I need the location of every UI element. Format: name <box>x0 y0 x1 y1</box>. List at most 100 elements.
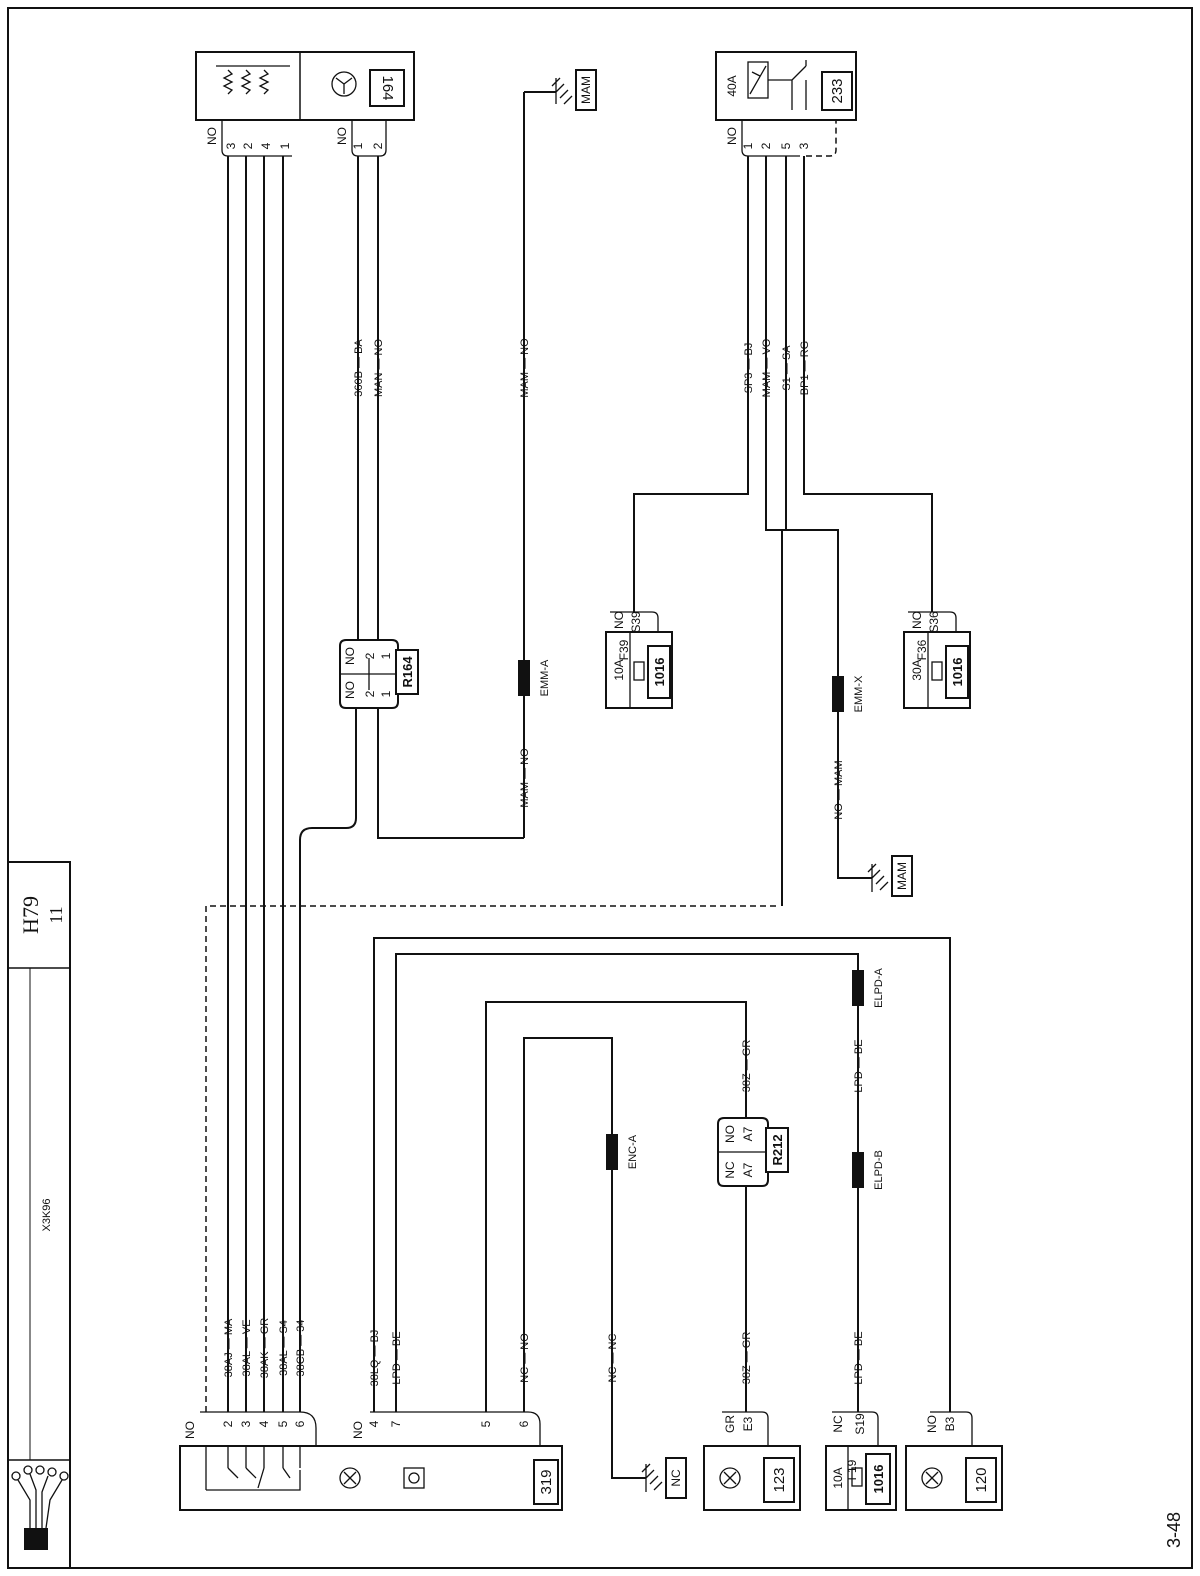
splice-emm-a: EMM-A <box>539 659 551 696</box>
wire-label-mam-no-top: MAM — NO <box>519 338 531 398</box>
pin-label: 6 <box>293 1420 307 1427</box>
connector-233-label: NO <box>725 127 739 145</box>
pin-label: 2 <box>363 690 377 697</box>
wire-label-360b: 360B — BA <box>353 339 365 397</box>
connector-164-bank-label: NO <box>205 127 219 145</box>
ground-mam-top: MAM <box>524 69 597 111</box>
wire-label-nc-nc: NC — NC <box>607 1334 619 1383</box>
splice-elpd-a: ELPD-A <box>873 967 885 1007</box>
pin-label: 6 <box>517 1420 531 1427</box>
wire-label-38al-s4: 38AL — S4 <box>278 1320 290 1376</box>
sheet-frame <box>7 7 1193 1569</box>
wire-label-mam-no-r164: MAM — NO <box>519 748 531 808</box>
fuse-s36-pin: S36 <box>927 611 941 633</box>
wire-label-mam-vo: MAM — VO <box>761 338 773 397</box>
relay-r212-code: R212 <box>770 1134 785 1165</box>
fuse-s19-pin: S19 <box>853 1413 867 1435</box>
relay-r164-code: R164 <box>400 656 415 688</box>
sensor-icon <box>719 1467 741 1489</box>
pin-label: 2 <box>221 1420 235 1427</box>
wire-harness-38 <box>205 156 780 1412</box>
blower-icon <box>339 1467 361 1489</box>
fuse-s39: 10A NO S39 F39 1016 <box>605 611 673 709</box>
connector-123: GR <box>723 1415 737 1433</box>
component-120-code: 120 <box>973 1467 990 1492</box>
pin-label: 5 <box>779 142 793 149</box>
component-233-code: 233 <box>829 78 846 103</box>
wire-label-38z-bottom: 38Z — GR <box>741 1332 753 1385</box>
fuse-s19-rating: 10A <box>831 1467 845 1488</box>
pin-label: 5 <box>479 1420 493 1427</box>
sheet-code: H79 <box>18 896 43 934</box>
component-123-code: 123 <box>771 1467 788 1492</box>
r212-left-conn: NC <box>723 1161 737 1179</box>
fuse-s36-code: 1016 <box>950 658 965 687</box>
wire-label-38cb: 38CB — 34 <box>295 1320 307 1377</box>
wire-label-s1: S1 — SA <box>781 345 793 391</box>
pin-label: A7 <box>741 1162 755 1177</box>
wire-label-lpd-bottom: LPD — BE <box>853 1331 865 1384</box>
component-120: 120 NO B3 <box>905 1411 1003 1511</box>
r164-left-conn: NO <box>343 681 357 699</box>
wire-label-38z-top: 38Z — GR <box>741 1040 753 1093</box>
wire-label-bp1: BP1 — RG <box>799 341 811 395</box>
wire-label-lpd: LPD — BE <box>391 1331 403 1384</box>
wire-label-no-mam: NO — MAM <box>833 760 845 819</box>
fuse-s39-pin: S39 <box>629 611 643 633</box>
fuse-s39-fuse: F39 <box>617 639 631 660</box>
fuse-s19-fuse: F19 <box>845 1459 859 1480</box>
page-number: 3-48 <box>1164 1512 1184 1548</box>
wire-label-man-no: MAN — NO <box>373 339 385 398</box>
pin-label: 1 <box>379 652 393 659</box>
fuse-s39-connector: NO <box>612 611 626 629</box>
ground-mam-top-label: MAM <box>579 76 593 104</box>
wire-label-38al: 38AL — VE <box>241 1319 253 1376</box>
pin-label: 2 <box>241 142 255 149</box>
connector-319-b: NO <box>351 1421 365 1439</box>
splice-emm-x: EMM-X <box>853 675 865 712</box>
splice-enc-a: ENC-A <box>627 1134 639 1169</box>
pin-label: B3 <box>943 1416 957 1431</box>
fuse-s36-rating: 30A <box>910 659 924 680</box>
fuse-s36-fuse: F36 <box>915 639 929 660</box>
switch-bank-icon <box>205 1446 301 1491</box>
fan-motor-icon <box>331 71 357 97</box>
pin-label: 1 <box>351 142 365 149</box>
component-164: 164 NO NO 3 2 4 1 1 2 <box>195 51 415 157</box>
connector-logo-icon <box>11 1465 69 1550</box>
ground-mam-mid-label: MAM <box>895 862 909 890</box>
wire-label-sp3: SP3 — BJ <box>743 343 755 394</box>
wire-label-nc-no: NC — NO <box>519 1333 531 1383</box>
wire-360b <box>357 156 379 640</box>
connector-164-label: NO <box>335 127 349 145</box>
wire-label-38lq: 38LQ — BJ <box>369 1330 381 1387</box>
fuse-s39-rating: 10A <box>612 659 626 680</box>
pin-label: 1 <box>379 690 393 697</box>
relay-coil-icon <box>747 60 807 110</box>
component-164-code: 164 <box>379 75 396 100</box>
pin-label: 4 <box>259 142 273 149</box>
wires-lower <box>373 937 951 1479</box>
pin-label: E3 <box>741 1416 755 1431</box>
fuse-s19-connector: NC <box>831 1415 845 1433</box>
component-319: 319 NO NO 2 3 4 5 6 4 7 5 6 <box>179 1411 563 1511</box>
component-233-rating: 40A <box>725 75 739 96</box>
pin-label: 5 <box>276 1420 290 1427</box>
component-123: 123 GR E3 <box>703 1411 801 1511</box>
fuse-s39-code: 1016 <box>652 658 667 687</box>
fuse-s36-connector: NO <box>910 611 924 629</box>
resistor-bank-icon <box>216 65 290 95</box>
pin-label: 4 <box>367 1420 381 1427</box>
pin-label: 3 <box>224 142 238 149</box>
sheet-index: 11 <box>46 906 66 923</box>
wire-label-lpd-mid: LPD — BE <box>853 1039 865 1092</box>
title-block: H79 11 X3K96 <box>7 861 71 1569</box>
relay-r212: R212 NO NC A7 A7 <box>717 1117 789 1187</box>
vertical-label: X3K96 <box>41 1198 53 1231</box>
r212-right-conn: NO <box>723 1125 737 1143</box>
pin-label: 1 <box>741 142 755 149</box>
pin-label: 3 <box>239 1420 253 1427</box>
ground-nc: NC <box>641 1457 687 1499</box>
component-233: 40A 233 NO 1 2 5 3 <box>715 51 857 157</box>
